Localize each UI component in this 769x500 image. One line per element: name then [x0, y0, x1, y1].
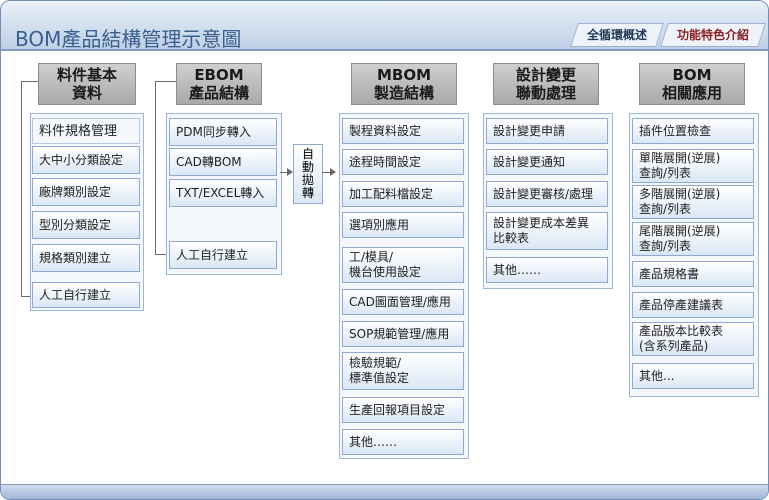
item-ecn-request[interactable]: 設計變更申請 [486, 118, 608, 144]
item-bom-other[interactable]: 其他... [632, 363, 754, 389]
item-manual-build[interactable]: 人工自行建立 [32, 282, 140, 308]
item-ecn-other[interactable]: 其他…… [486, 257, 608, 283]
item-inspection[interactable]: 檢驗規範/ 標準值設定 [342, 352, 464, 390]
item-version-compare[interactable]: 產品版本比較表 (含系列產品) [632, 322, 754, 356]
item-ecn-notice[interactable]: 設計變更通知 [486, 149, 608, 175]
tab-features[interactable]: 功能特色介紹 [660, 23, 766, 47]
item-ebom-manual[interactable]: 人工自行建立 [169, 241, 277, 269]
header-tabs: 全循環概述 功能特色介紹 [570, 23, 766, 47]
connector [21, 81, 38, 82]
header-mbom: MBOM 製造結構 [351, 63, 457, 105]
item-type[interactable]: 型別分類設定 [32, 211, 140, 239]
title-bar: BOM產品結構管理示意圖 全循環概述 功能特色介紹 [1, 1, 768, 51]
tab-overview[interactable]: 全循環概述 [570, 23, 664, 47]
connector [155, 81, 156, 255]
item-production-report[interactable]: 生產回報項目設定 [342, 397, 464, 423]
item-material-file[interactable]: 加工配料檔設定 [342, 181, 464, 207]
footer-bar [1, 484, 768, 499]
item-cad-bom[interactable]: CAD轉BOM [169, 148, 277, 176]
item-insert-check[interactable]: 插件位置檢查 [632, 118, 754, 144]
connector [280, 172, 288, 173]
item-multi-level[interactable]: 多階展開(逆展) 查詢/列表 [632, 185, 754, 219]
item-product-spec[interactable]: 產品規格書 [632, 261, 754, 287]
item-brand[interactable]: 廠牌類別設定 [32, 178, 140, 206]
connector [21, 296, 33, 297]
item-single-level[interactable]: 單階展開(逆展) 查詢/列表 [632, 149, 754, 183]
item-ecn-review[interactable]: 設計變更審核/處理 [486, 181, 608, 207]
item-ecn-cost[interactable]: 設計變更成本差異 比較表 [486, 212, 608, 250]
connector [322, 172, 331, 173]
arrow-right-icon [287, 168, 293, 176]
item-category[interactable]: 大中小分類設定 [32, 146, 140, 174]
item-discontinue[interactable]: 產品停產建議表 [632, 292, 754, 318]
item-tail-level[interactable]: 尾階展開(逆展) 查詢/列表 [632, 222, 754, 256]
header-bom-app: BOM 相關應用 [639, 63, 745, 105]
item-txt-excel[interactable]: TXT/EXCEL轉入 [169, 179, 277, 207]
item-spec-build[interactable]: 規格類別建立 [32, 244, 140, 272]
header-ecn: 設計變更 聯動處理 [493, 63, 599, 105]
item-material-spec[interactable]: 料件規格管理 [32, 118, 140, 144]
item-option[interactable]: 選項別應用 [342, 212, 464, 238]
auto-convert-box[interactable]: 自動拋轉 [293, 144, 323, 204]
header-material: 料件基本 資料 [38, 63, 136, 105]
arrow-right-icon [330, 168, 336, 176]
connector [155, 81, 176, 82]
connector [21, 81, 22, 297]
page-title: BOM產品結構管理示意圖 [15, 27, 242, 51]
item-tooling[interactable]: 工/模具/ 機台使用設定 [342, 247, 464, 283]
item-pdm-import[interactable]: PDM同步轉入 [169, 118, 277, 146]
item-routing-time[interactable]: 途程時間設定 [342, 149, 464, 175]
connector [155, 254, 167, 255]
item-process[interactable]: 製程資料設定 [342, 118, 464, 144]
item-mbom-other[interactable]: 其他…… [342, 429, 464, 455]
item-cad-drawing[interactable]: CAD圖面管理/應用 [342, 289, 464, 315]
header-ebom: EBOM 產品結構 [176, 63, 262, 105]
item-sop[interactable]: SOP規範管理/應用 [342, 321, 464, 347]
